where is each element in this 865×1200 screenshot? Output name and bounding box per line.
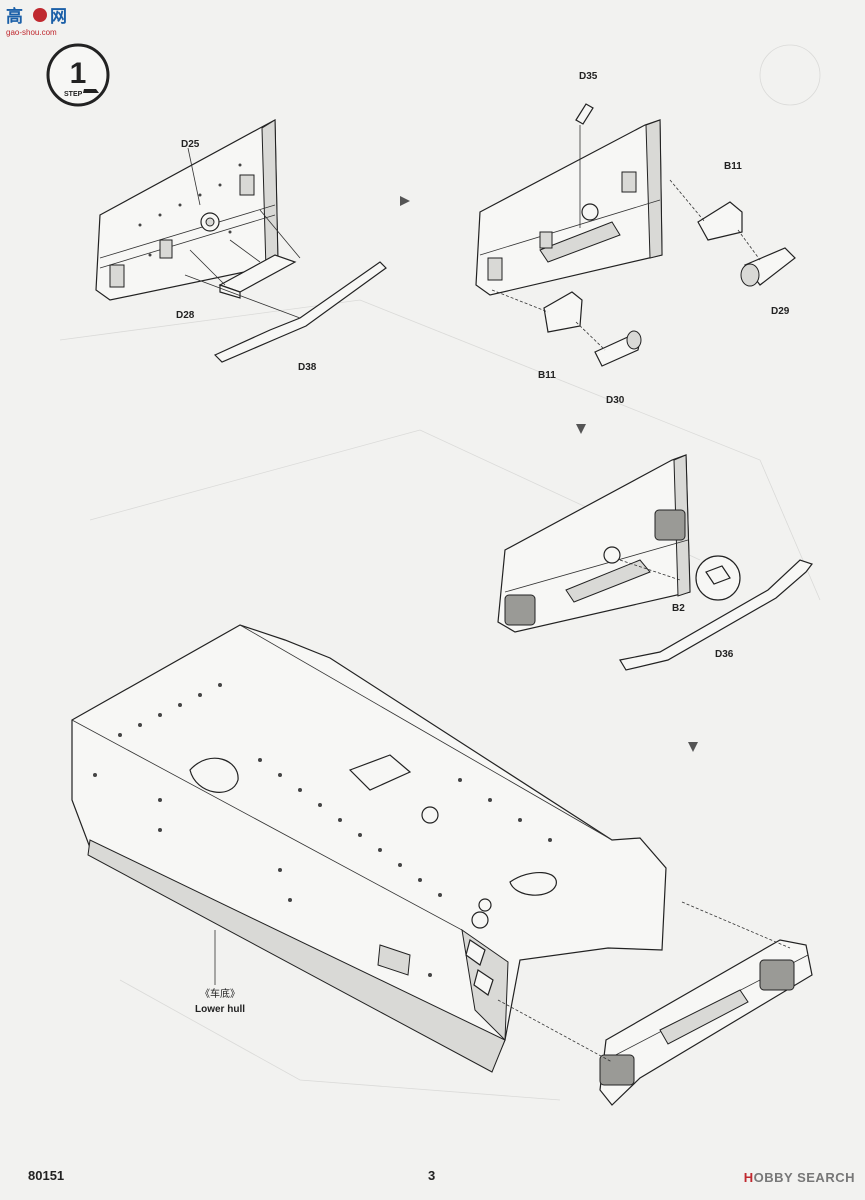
watermark-domain: gao-shou.com [6,28,57,37]
page-number: 3 [428,1168,436,1183]
subassembly-d [497,901,813,1106]
lower-hull-label-cn: 《车底》 [200,987,240,1000]
brand-rest: OBBY SEARCH [753,1170,855,1185]
lower-hull [71,624,667,1073]
label-b11-left: B11 [538,370,556,381]
arrow-down-icon [576,424,586,434]
brand-h: H [743,1170,754,1185]
step-badge: 1 STEP [46,43,110,107]
label-b11-right: B11 [724,161,742,172]
label-d38: D38 [298,362,317,373]
kit-number: 80151 [28,1168,65,1183]
subassembly-c [497,454,813,671]
label-d25: D25 [181,139,200,150]
site-watermark: 高 网 gao-shou.com [4,4,84,43]
step-label: STEP [64,91,83,98]
brand-watermark: HOBBY SEARCH [744,1170,855,1185]
step-number: 1 [70,57,87,90]
tank-icon [83,89,99,93]
arrow-down-icon-2 [688,742,698,752]
label-d29: D29 [771,306,790,317]
watermark-cn-2: 网 [50,7,67,27]
lower-hull-label-en: Lower hull [195,1004,245,1015]
arrow-right-icon [400,196,410,206]
watermark-cn-1: 高 [6,6,23,27]
label-d36: D36 [715,649,734,660]
watermark-logo-icon [33,8,47,22]
subassembly-a [95,119,387,363]
subassembly-b [475,103,796,367]
label-b2: B2 [672,603,685,614]
label-d30: D30 [606,395,625,406]
label-d28: D28 [176,310,195,321]
label-d35: D35 [579,71,598,82]
